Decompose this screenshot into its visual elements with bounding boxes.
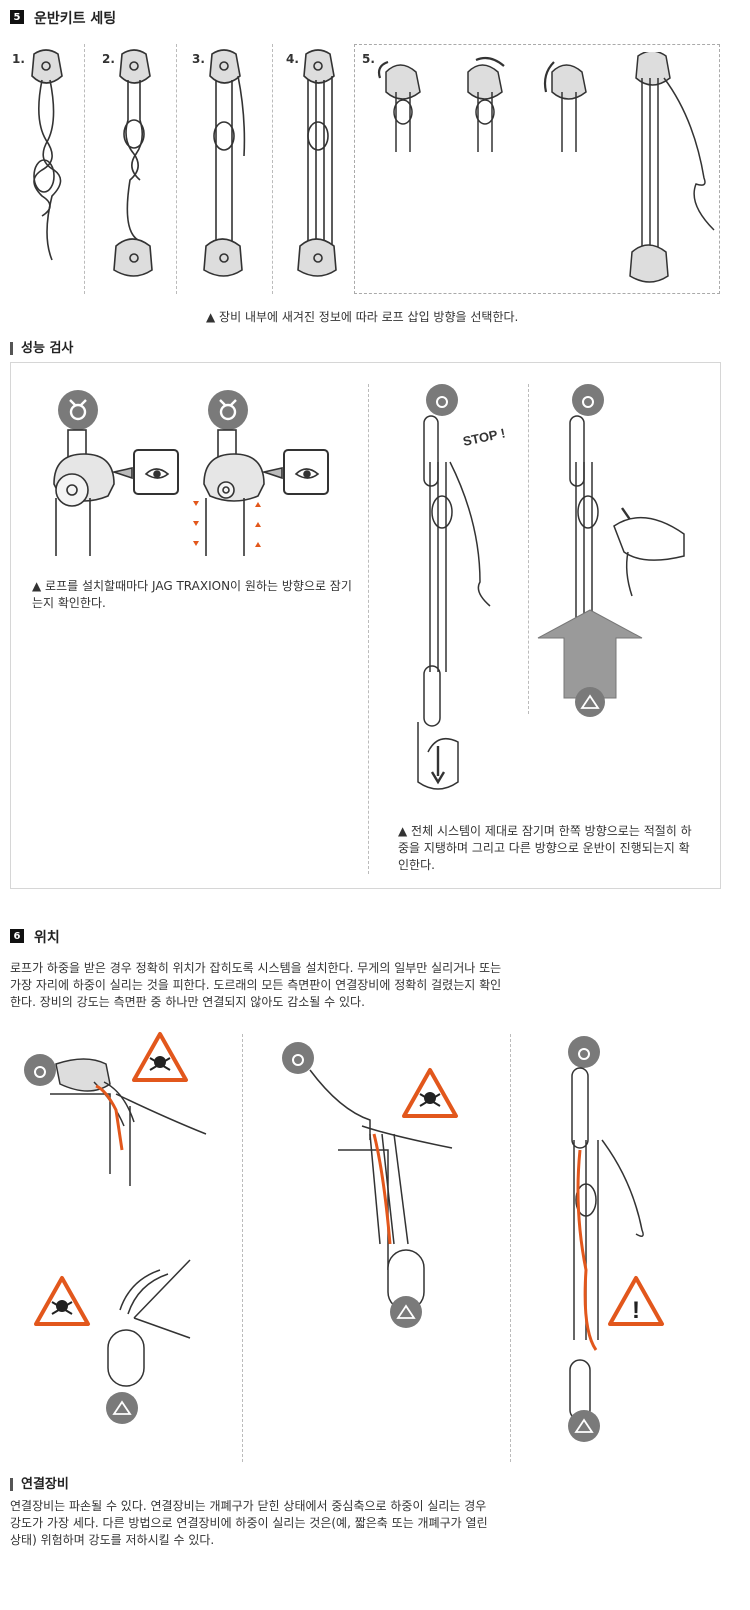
performance-check-box bbox=[10, 362, 721, 889]
step-divider bbox=[176, 44, 177, 294]
section-title-kit-setup: 운반키트 세팅 bbox=[34, 11, 117, 27]
anchor-icon bbox=[24, 1054, 56, 1086]
step-label-1: 1. bbox=[12, 52, 25, 66]
load-icon bbox=[575, 687, 605, 717]
performance-divider bbox=[368, 384, 369, 874]
stop-label: STOP ! bbox=[462, 425, 507, 449]
anchor-icon bbox=[572, 384, 604, 416]
kit-setup-caption: ▲ 장비 내부에 새겨진 정보에 따라 로프 삽입 방향을 선택한다. bbox=[206, 310, 519, 324]
performance-check-title: 성능 검사 bbox=[10, 342, 73, 355]
position-illustration-vertical: ! bbox=[568, 1036, 664, 1442]
step2-illustration bbox=[113, 49, 153, 277]
lock-check-illustration bbox=[53, 390, 329, 556]
position-divider bbox=[510, 1034, 511, 1462]
step5-box bbox=[354, 44, 720, 294]
anchor-icon bbox=[426, 384, 458, 416]
connectors-body: 연결장비는 파손될 수 있다. 연결장비는 개폐구가 닫힌 상태에서 중심축으로… bbox=[10, 1499, 488, 1547]
anchor-icon bbox=[58, 390, 98, 430]
warning-mark: ! bbox=[632, 1297, 640, 1324]
load-icon bbox=[390, 1296, 422, 1328]
performance-divider bbox=[528, 384, 529, 714]
eye-icon bbox=[294, 468, 320, 479]
position-divider bbox=[242, 1034, 243, 1462]
step5-illustration bbox=[377, 52, 715, 283]
position-illustration-edge bbox=[24, 1032, 207, 1424]
anchor-icon bbox=[282, 1042, 314, 1074]
position-body: 로프가 하중을 받은 경우 정확히 위치가 잡히도록 시스템을 설치한다. 무게… bbox=[10, 961, 502, 1009]
section-title-position: 위치 bbox=[34, 930, 60, 946]
lock-check-caption: ▲ 로프를 설치할때마다 JAG TRAXION이 원하는 방향으로 잠기는지 … bbox=[32, 579, 352, 610]
system-check-illustration: STOP ! bbox=[417, 384, 685, 790]
anchor-icon bbox=[208, 390, 248, 430]
step-label-5: 5. bbox=[362, 52, 375, 66]
step-label-3: 3. bbox=[192, 52, 205, 66]
danger-skull-icon bbox=[402, 1068, 458, 1118]
section-number-badge: 6 bbox=[10, 929, 24, 943]
section-number-badge: 5 bbox=[10, 10, 24, 24]
step-label-4: 4. bbox=[286, 52, 299, 66]
danger-skull-icon bbox=[132, 1032, 188, 1082]
step1-illustration bbox=[31, 49, 63, 261]
system-check-caption: ▲ 전체 시스템이 제대로 잠기며 한쪽 방향으로는 적절히 하중을 지탱하며 … bbox=[398, 824, 692, 872]
danger-skull-icon bbox=[34, 1276, 90, 1326]
warning-icon: ! bbox=[608, 1276, 664, 1326]
arrow-up-icon bbox=[193, 501, 261, 547]
anchor-icon bbox=[568, 1036, 600, 1068]
load-icon bbox=[106, 1392, 138, 1424]
eye-icon bbox=[144, 468, 170, 479]
step-divider bbox=[272, 44, 273, 294]
arrow-up-icon bbox=[537, 609, 643, 699]
position-illustration-side bbox=[282, 1042, 458, 1328]
load-icon bbox=[568, 1410, 600, 1442]
step-label-2: 2. bbox=[102, 52, 115, 66]
connectors-title: 연결장비 bbox=[10, 1478, 69, 1491]
step3-illustration bbox=[203, 49, 246, 277]
step4-illustration bbox=[297, 49, 337, 277]
step-divider bbox=[84, 44, 85, 294]
